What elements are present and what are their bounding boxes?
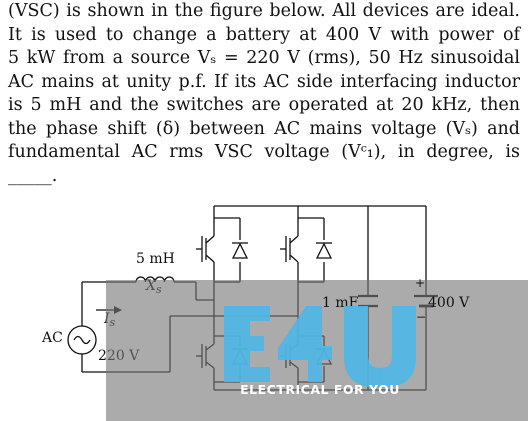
igbt-upper-left (196, 222, 215, 282)
ac-source-label: AC (42, 330, 63, 346)
ac-source-symbol (67, 325, 97, 355)
question-line: fundamental AC rms VSC voltage (Vᶜ₁), in… (8, 142, 520, 162)
inductor-label: 5 mH (136, 251, 175, 267)
watermark-tagline: ELECTRICAL FOR YOU (240, 382, 400, 397)
battery-minus-sign: − (416, 310, 427, 324)
question-line: the phase shift (δ) between AC mains vol… (8, 118, 520, 139)
battery-label: 400 V (428, 295, 470, 311)
question-line: _____. (8, 165, 58, 186)
question-line: (VSC) is shown in the figure below. All … (8, 1, 520, 21)
igbt-upper-right (280, 222, 299, 282)
battery-plus-sign: + (415, 276, 426, 290)
diode-upper-left (231, 242, 249, 259)
question-line: 5 kW from a source Vₛ = 220 V (rms), 50 … (8, 48, 520, 68)
ac-sine-icon (73, 335, 91, 345)
question-line: is 5 mH and the switches are operated at… (8, 95, 520, 115)
question-line: AC mains at unity p.f. If its AC side in… (8, 71, 520, 92)
question-text: (VSC) is shown in the figure below. All … (8, 0, 520, 188)
question-line: It is used to change a battery at 400 V … (8, 24, 520, 45)
diode-upper-right (315, 242, 333, 259)
